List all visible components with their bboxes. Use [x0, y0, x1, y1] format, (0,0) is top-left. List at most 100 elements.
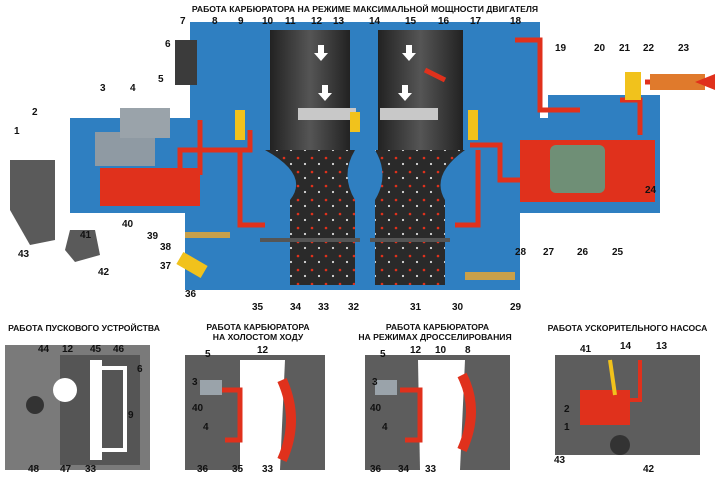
callout-17: 17: [470, 16, 482, 27]
small-diffuser-secondary: [380, 108, 438, 120]
needle-valve: [625, 72, 641, 100]
idle-mode-diagram: [185, 355, 325, 470]
callout-14: 14: [369, 16, 381, 27]
callout-37: 37: [160, 261, 172, 272]
throttle-callout-10: 10: [435, 345, 447, 356]
callout-5: 5: [158, 74, 164, 85]
callout-19: 19: [555, 43, 567, 54]
primary-air-chamber: [270, 30, 350, 150]
emulsion-tube-primary: [235, 110, 245, 140]
idle-solenoid: [176, 251, 208, 279]
throttle-callout-3: 3: [372, 377, 378, 388]
callout-41: 41: [80, 230, 92, 241]
throttle-callout-8: 8: [465, 345, 471, 356]
callout-12: 12: [311, 16, 323, 27]
callout-3: 3: [100, 83, 106, 94]
idle-title-line1: РАБОТА КАРБЮРАТОРА: [206, 322, 310, 332]
start-callout-48: 48: [28, 464, 40, 475]
callout-16: 16: [438, 16, 450, 27]
pump-callout-2: 2: [564, 404, 570, 415]
small-diffuser-primary: [298, 108, 356, 120]
callout-27: 27: [543, 247, 555, 258]
callout-7: 7: [180, 16, 186, 27]
idle-callout-3: 3: [192, 377, 198, 388]
pump-callout-42: 42: [643, 464, 655, 475]
idle-callout-4: 4: [203, 422, 209, 433]
throttle-callout-34: 34: [398, 464, 410, 475]
idle-callout-40: 40: [192, 403, 204, 414]
choke-lever: [10, 160, 55, 245]
pump-callout-13: 13: [656, 341, 668, 352]
start-callout-12: 12: [62, 344, 74, 355]
callout-30: 30: [452, 302, 464, 313]
start-callout-9: 9: [128, 410, 134, 421]
callout-2: 2: [32, 107, 38, 118]
callout-36: 36: [185, 289, 197, 300]
callout-42: 42: [98, 267, 110, 278]
callout-21: 21: [619, 43, 631, 54]
fuel-inlet-fitting: [650, 74, 705, 90]
main-title: РАБОТА КАРБЮРАТОРА НА РЕЖИМЕ МАКСИМАЛЬНО…: [191, 4, 539, 14]
idle-callout-5: 5: [205, 349, 211, 360]
callout-39: 39: [147, 231, 159, 242]
callout-9: 9: [238, 16, 244, 27]
throttle-title-line1: РАБОТА КАРБЮРАТОРА: [385, 322, 490, 332]
pump-callout-14: 14: [620, 341, 632, 352]
secondary-mixing-chamber: [375, 150, 465, 285]
callout-22: 22: [643, 43, 655, 54]
callout-13: 13: [333, 16, 345, 27]
screw-37: [185, 232, 230, 238]
callout-4: 4: [130, 83, 136, 94]
air-horn-cover: [190, 22, 540, 132]
callout-10: 10: [262, 16, 274, 27]
callout-11: 11: [285, 16, 296, 27]
main-carburetor-section: [10, 22, 715, 290]
callout-31: 31: [410, 302, 422, 313]
throttle-callout-36: 36: [370, 464, 382, 475]
throttle-mode-diagram: [365, 355, 510, 470]
accelerator-nozzle: [350, 112, 360, 132]
callout-15: 15: [405, 16, 417, 27]
start-callout-33: 33: [85, 464, 97, 475]
primary-mixing-chamber: [265, 150, 355, 285]
callout-24: 24: [645, 185, 657, 196]
start-device-diagram: [5, 345, 150, 470]
throttle-callout-12: 12: [410, 345, 422, 356]
start-callout-44: 44: [38, 344, 50, 355]
pump-callout-1: 1: [564, 422, 570, 433]
callout-32: 32: [348, 302, 360, 313]
throttle-callout-5: 5: [380, 349, 386, 360]
start-callout-46: 46: [113, 344, 125, 355]
air-damper-lever: [175, 40, 197, 85]
throttle-callout-40: 40: [370, 403, 382, 414]
pump-diagram: [555, 355, 700, 455]
callout-35: 35: [252, 302, 264, 313]
callout-20: 20: [594, 43, 606, 54]
callout-29: 29: [510, 302, 522, 313]
start-title: РАБОТА ПУСКОВОГО УСТРОЙСТВА: [8, 323, 160, 333]
idle-title-line2: НА ХОЛОСТОМ ХОДУ: [212, 332, 304, 342]
idle-callout-12: 12: [257, 345, 269, 356]
callout-38: 38: [160, 242, 172, 253]
callout-43: 43: [18, 249, 30, 260]
callout-28: 28: [515, 247, 527, 258]
throttle-title-line2: НА РЕЖИМАХ ДРОССЕЛИРОВАНИЯ: [358, 332, 512, 342]
callout-8: 8: [212, 16, 218, 27]
callout-25: 25: [612, 247, 624, 258]
start-callout-6: 6: [137, 364, 143, 375]
screw-29: [465, 272, 515, 280]
start-callout-45: 45: [90, 344, 102, 355]
start-callout-47: 47: [60, 464, 72, 475]
callout-34: 34: [290, 302, 302, 313]
callout-6: 6: [165, 39, 171, 50]
emulsion-tube-secondary: [468, 110, 478, 140]
solenoid-3: [120, 108, 170, 138]
fuel-inlet-arrow: [695, 74, 715, 90]
idle-callout-35: 35: [232, 464, 244, 475]
callout-40: 40: [122, 219, 134, 230]
callout-23: 23: [678, 43, 690, 54]
idle-callout-33: 33: [262, 464, 274, 475]
pump-title: РАБОТА УСКОРИТЕЛЬНОГО НАСОСА: [547, 323, 708, 333]
